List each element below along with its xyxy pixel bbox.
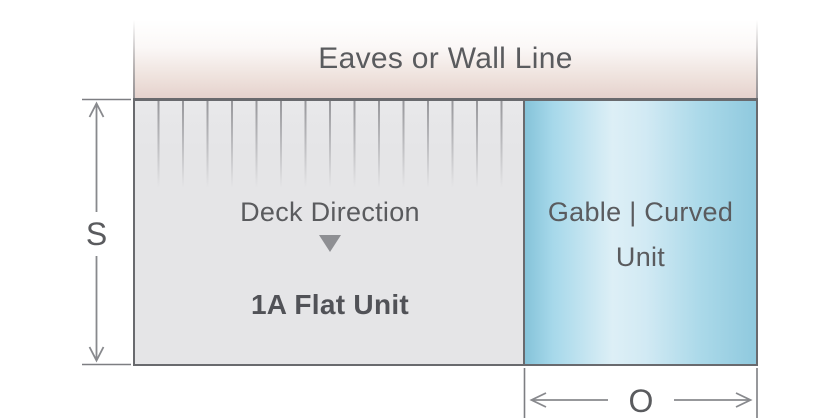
deck-direction-arrow-icon (319, 235, 341, 252)
unit-rectangle: Deck Direction 1A Flat Unit Gable | Curv… (133, 98, 758, 366)
eaves-bar: Eaves or Wall Line (133, 20, 758, 98)
eaves-left-edge (133, 20, 135, 98)
eaves-right-edge (756, 20, 758, 98)
gable-curved-area: Gable | Curved Unit (523, 101, 756, 364)
flat-unit-label: 1A Flat Unit (250, 289, 410, 320)
deck-area: Deck Direction 1A Flat Unit (135, 101, 525, 364)
dimension-s-label: S (85, 216, 108, 252)
deck-hatch-fade (135, 101, 525, 191)
deck-direction-label: Deck Direction (240, 197, 420, 227)
eaves-label: Eaves or Wall Line (318, 42, 573, 75)
gable-label-line1: Gable | Curved (547, 197, 734, 227)
gable-label-line2: Unit (615, 242, 666, 272)
dimension-o-label: O (628, 383, 654, 419)
